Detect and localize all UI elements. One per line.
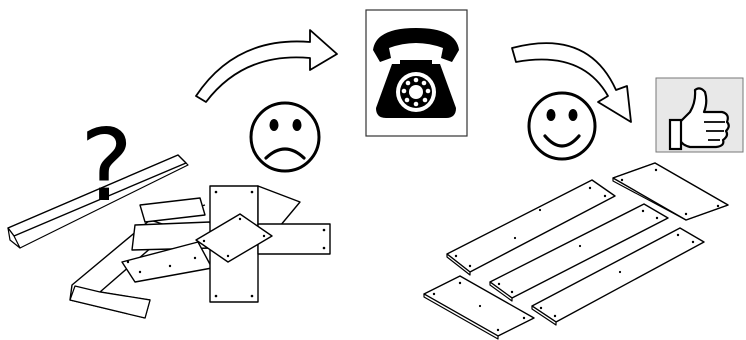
tilted-panel [195,213,273,263]
thumbs-up-icon [655,77,744,153]
sorted-panel-4 [531,227,705,326]
curved-arrow-down-right-icon [511,42,632,123]
telephone-icon [365,9,468,137]
messy-panel-pile: ? [7,107,331,319]
long-box-panel [7,154,189,249]
happy-face-icon [527,91,597,161]
sorted-panel-2 [446,179,616,276]
question-mark-icon: ? [80,107,133,224]
sorted-panel-5 [423,275,535,340]
sorted-panels [423,162,729,340]
curved-arrow-right-icon [195,29,338,103]
sorted-panel-3 [489,203,669,302]
angled-panel [257,185,301,227]
horizontal-panel [257,223,331,255]
sad-face-icon [249,101,321,173]
sorted-panel-1 [612,162,729,221]
